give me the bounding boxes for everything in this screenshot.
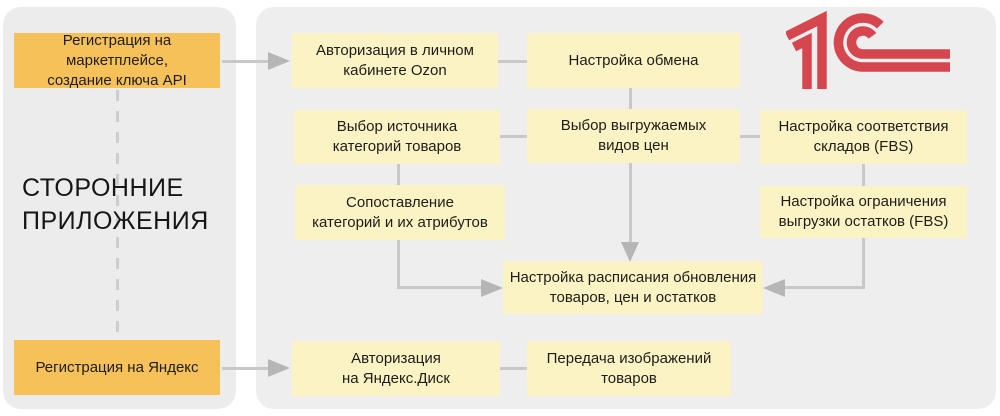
arrow-down-icon (621, 242, 639, 262)
node-warehouse-mapping: Настройка соответствия складов (FBS) (760, 110, 967, 164)
logo-c-outer-stroke (833, 13, 950, 72)
node-ozon-auth: Авторизация в личном кабинете Ozon (292, 33, 498, 88)
node-image-transfer: Передача изображений товаров (527, 341, 731, 396)
node-exchange-setup: Настройка обмена (527, 33, 740, 88)
logo-one-outer-stroke (786, 10, 827, 89)
node-stock-limit: Настройка ограничения выгрузки остатков … (760, 186, 967, 238)
node-category-mapping: Сопоставление категорий и их атрибутов (295, 185, 505, 240)
connector-category-source-to-price-types (500, 135, 527, 138)
arrow-left-icon (763, 279, 785, 297)
connector-mapping-to-schedule-vertical (397, 240, 400, 289)
connector-marketplace-to-ozon-auth (222, 60, 274, 63)
connector-mapping-to-schedule-horizontal (397, 286, 483, 289)
left-panel-title: СТОРОННИЕ ПРИЛОЖЕНИЯ (22, 174, 209, 235)
connector-category-source-to-mapping (397, 164, 400, 185)
node-category-source: Выбор источника категорий товаров (294, 110, 500, 164)
logo-one-inner-stroke (791, 32, 812, 89)
connector-stock-limit-to-schedule-horizontal (783, 286, 864, 289)
node-register-marketplace: Регистрация на маркетплейсе, создание кл… (14, 32, 220, 89)
connector-yandex-to-disk-auth (222, 367, 274, 370)
node-yandex-disk-auth: Авторизация на Яндекс.Диск (292, 341, 500, 396)
node-schedule-setup: Настройка расписания обновления товаров,… (503, 261, 763, 314)
connector-disk-auth-to-image-transfer (500, 367, 527, 370)
arrow-right-icon (481, 279, 503, 297)
logo-c-inner-stroke (846, 26, 950, 59)
node-register-yandex: Регистрация на Яндекс (14, 340, 220, 395)
connector-price-types-to-schedule (629, 163, 632, 243)
arrow-right-icon (268, 52, 290, 70)
connector-stock-limit-to-schedule-vertical (862, 238, 865, 289)
node-price-types: Выбор выгружаемых видов цен (527, 109, 740, 163)
connector-warehouse-to-stock-limit (862, 164, 865, 186)
dashed-connector (116, 90, 119, 338)
connector-ozon-auth-to-exchange (498, 60, 527, 63)
arrow-right-icon (268, 359, 290, 377)
1c-logo-icon (786, 10, 950, 89)
connector-price-types-to-warehouse (740, 135, 760, 138)
connector-exchange-to-price-types (629, 88, 632, 109)
